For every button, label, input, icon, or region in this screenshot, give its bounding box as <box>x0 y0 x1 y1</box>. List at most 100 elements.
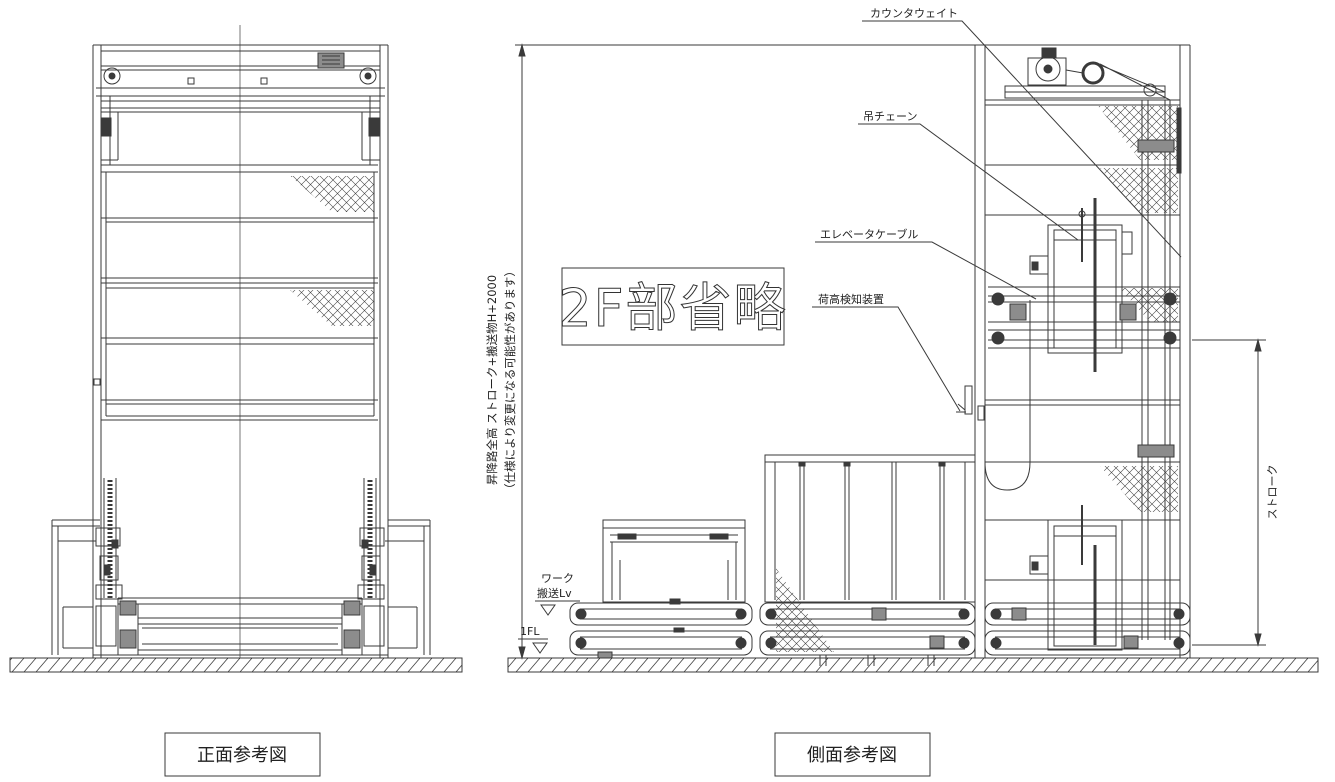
front-right-roller-lower <box>343 629 361 649</box>
load-height-sensor <box>964 385 973 415</box>
front-view-title-box <box>164 732 321 777</box>
transfer-unit-mark-2 <box>843 461 851 467</box>
upper-carriage-outer <box>1047 224 1123 354</box>
front-right-lift-unit-middle <box>361 555 381 581</box>
front-view <box>9 25 463 673</box>
upper-carriage-bracket-left <box>1029 255 1049 275</box>
upper-deck-roller-3 <box>1163 292 1177 306</box>
omitted-floor-box <box>561 267 785 346</box>
counterweight-callout: カウンタウェイト <box>870 7 958 20</box>
conveyor-b-roller-2 <box>958 608 970 620</box>
counterweight-pulley-icon <box>1143 83 1157 97</box>
front-left-side-box <box>51 519 100 655</box>
drive-cables <box>1065 61 1171 101</box>
counterweight-block-lower <box>1137 444 1175 458</box>
front-left-lift-unit-upper <box>95 527 121 547</box>
conveyor-a-roller-4 <box>735 637 747 649</box>
lower-carriage-bracket-left <box>1029 555 1049 575</box>
upper-deck-drive-right <box>1119 303 1137 321</box>
upper-deck-roller-4 <box>1163 331 1177 345</box>
conveyor-c-roller-2 <box>1173 608 1185 620</box>
work-level-triangle-icon <box>540 604 556 616</box>
front-top-marker-right <box>260 77 268 85</box>
front-right-foot-unit <box>363 605 385 647</box>
side-crosshatch-4 <box>1100 466 1178 512</box>
loading-unit-frame <box>603 527 745 600</box>
elevator-cable-callout: エレベータケーブル <box>820 227 918 241</box>
front-carriage-frame <box>93 597 388 656</box>
side-view: 昇降路全高 ストローク+搬送物H+2000 （仕様により変更になる可能性がありま… <box>485 7 1319 673</box>
stroke-label: ストローク <box>1266 465 1279 520</box>
conveyor-a-roller-2 <box>735 608 747 620</box>
loading-unit-bracket-left <box>617 533 637 540</box>
front-left-sprocket-hub <box>108 72 116 80</box>
upper-deck-drive-left <box>1009 303 1027 321</box>
conveyor-b-roller-3 <box>765 637 777 649</box>
front-top-marker-left <box>187 77 195 85</box>
upper-conveyor-deck <box>988 286 1180 349</box>
conveyor-c-upper <box>984 602 1191 626</box>
conveyor-c-roller-3 <box>990 637 1002 649</box>
lower-carriage-inner <box>1053 525 1117 647</box>
load-height-sensor-callout: 荷高検知装置 <box>818 292 884 306</box>
front-left-roller-upper <box>119 600 137 616</box>
loading-unit-bracket-right <box>709 533 729 540</box>
stroke-arrow-bottom <box>1254 633 1262 647</box>
front-left-foot-unit <box>95 605 117 647</box>
transfer-unit-mark-1 <box>798 461 806 467</box>
conveyor-c-roller-1 <box>990 608 1002 620</box>
total-height-label: 昇降路全高 ストローク+搬送物H+2000 <box>485 275 499 485</box>
front-right-lift-unit-upper <box>359 527 385 547</box>
transfer-unit-box <box>764 454 976 603</box>
front-right-roller-upper <box>343 600 361 616</box>
conveyor-a-lower <box>569 630 753 656</box>
conveyor-a-upper <box>569 602 753 626</box>
upper-deck-roller-1 <box>991 292 1005 306</box>
conveyor-a-rails <box>580 608 742 650</box>
total-height-dimension-line <box>515 44 975 658</box>
conveyor-a-roller-1 <box>575 608 587 620</box>
transfer-unit-frame <box>765 461 975 600</box>
counterweight-leader <box>862 20 1182 258</box>
floor-level-triangle-icon <box>532 642 548 654</box>
conveyor-b-drive-1 <box>871 607 887 621</box>
side-tower-posts <box>974 44 1191 658</box>
front-crosshatch-lower <box>290 290 374 326</box>
load-height-sensor-leader <box>812 306 961 412</box>
front-ground-hatch <box>9 657 463 673</box>
conveyor-b-roller-1 <box>765 608 777 620</box>
conveyor-segment-a <box>569 598 753 659</box>
upper-carriage-bracket-left-dark <box>1031 261 1039 271</box>
load-height-sensor-tab <box>977 405 985 421</box>
lower-carriage-outer <box>1047 519 1123 651</box>
work-level-label-2: 搬送Lv <box>537 586 572 600</box>
front-tower-posts <box>92 44 389 658</box>
conveyor-c-drive-2 <box>1123 635 1139 649</box>
elevator-cable-loop <box>984 300 1031 491</box>
right-post-stub <box>1176 107 1182 174</box>
drive-motor-wheel-hub <box>1043 64 1053 74</box>
hanging-chain-callout: 吊チェーン <box>863 110 917 123</box>
front-left-hanger-block <box>100 117 112 137</box>
stroke-dimension-line <box>1192 339 1266 646</box>
front-left-sprocket-icon <box>103 67 121 85</box>
upper-deck-roller-2 <box>991 331 1005 345</box>
conveyor-c-drive-1 <box>1011 607 1027 621</box>
front-right-side-box <box>385 519 431 655</box>
conveyor-a-foot <box>597 651 613 659</box>
front-left-lift-unit-middle <box>99 555 119 581</box>
front-post-marker <box>93 378 101 386</box>
front-left-lift-unit-lower <box>95 584 123 600</box>
front-right-sprocket-hub <box>364 72 372 80</box>
front-right-lift-unit-lower <box>357 584 385 600</box>
lower-carriage-bracket-left-dark <box>1031 561 1039 571</box>
transfer-unit-mark-3 <box>938 461 946 467</box>
work-level-label-1: ワーク <box>541 572 574 585</box>
side-view-title: 側面参考図 <box>807 745 897 766</box>
front-right-lift-bolt <box>361 539 369 549</box>
upper-carriage-bracket-right <box>1121 231 1133 255</box>
front-view-title: 正面参考図 <box>197 745 287 766</box>
front-left-lift-bolt <box>111 539 119 549</box>
